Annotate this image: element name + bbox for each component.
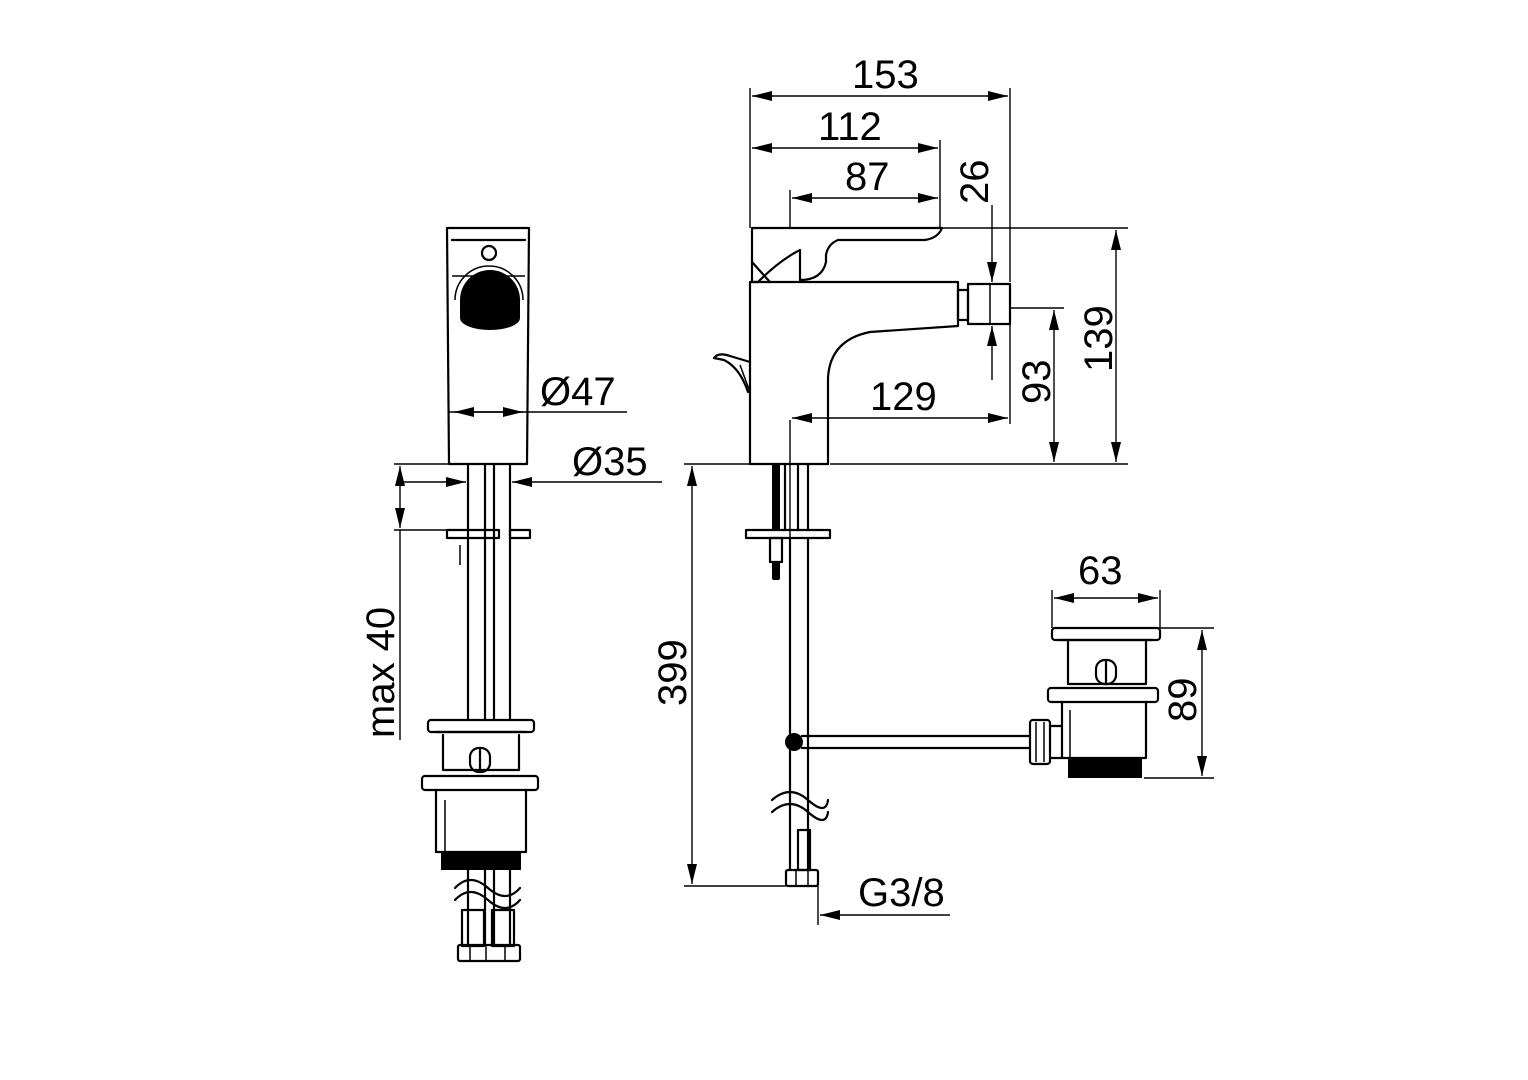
nozzle-head [966,282,1012,326]
label-max-40: max 40 [359,607,403,738]
rod-joint [785,733,803,751]
side-body-outline [748,280,960,466]
side-waste-thread [1068,758,1142,778]
lever-front-shape [460,270,520,330]
front-waste-thread [441,852,521,870]
label-drop-26: 26 [953,160,997,205]
label-diameter-47: Ø47 [540,370,616,414]
label-reach-129: 129 [870,375,937,419]
label-height-93: 93 [1015,360,1059,405]
label-thread-g38: G3/8 [858,871,945,915]
dimension-lines [684,88,1214,925]
g38-connector [784,868,820,888]
dimension-diameter-47: Ø47 [449,370,627,417]
front-waste-set [420,718,540,963]
label-diameter-35: Ø35 [572,440,648,484]
popup-lever [712,353,752,394]
dimension-diameter-35: Ø35 [400,440,662,487]
label-width-153: 153 [852,53,919,97]
label-height-399: 399 [651,639,695,706]
nozzle-connector [956,288,970,322]
front-mounting-plate-left [445,528,501,540]
label-waste-63: 63 [1078,549,1123,593]
front-body-outline [445,226,531,466]
side-waste-set [1028,626,1162,778]
label-width-112: 112 [818,105,882,149]
front-view [420,226,540,963]
dimension-max-40: max 40 [359,463,448,740]
front-mounting-plate-right [508,528,532,540]
label-waste-89: 89 [1161,678,1205,723]
label-width-87: 87 [845,155,890,199]
label-height-139: 139 [1077,305,1121,372]
indicator-dot-icon [480,244,498,262]
side-view [712,226,1032,888]
side-lever-outline [750,226,944,284]
rod-coupling [1028,718,1052,766]
side-mounting-plate [744,528,832,540]
